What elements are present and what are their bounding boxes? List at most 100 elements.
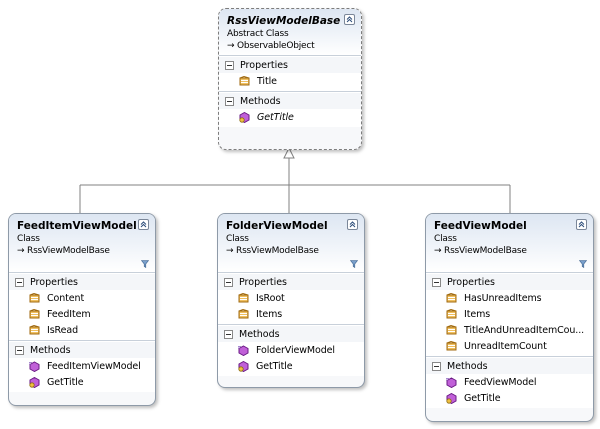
class-header: FeedViewModel Class → RssViewModelBase — [426, 214, 593, 272]
methods-section-header[interactable]: Methods — [218, 326, 364, 342]
section-label: Properties — [240, 59, 289, 71]
methods-section-header[interactable]: Methods — [9, 342, 155, 358]
collapse-minus-icon[interactable] — [432, 361, 441, 371]
class-box-folderviewmodel[interactable]: FolderViewModel Class → RssViewModelBase… — [217, 213, 365, 388]
class-kind: Class — [434, 234, 457, 244]
property-item[interactable]: HasUnreadItems — [426, 290, 593, 306]
class-kind: Class — [226, 234, 249, 244]
class-header: FolderViewModel Class → RssViewModelBase — [218, 214, 364, 272]
property-item[interactable]: IsRead — [9, 322, 155, 338]
method-name: GetTitle — [47, 376, 84, 388]
collapse-chevron-icon[interactable] — [344, 14, 355, 25]
class-box-rssviewmodelbase[interactable]: RssViewModelBase Abstract Class → Observ… — [218, 8, 362, 150]
class-header: RssViewModelBase Abstract Class → Observ… — [219, 9, 361, 55]
property-item[interactable]: IsRoot — [218, 290, 364, 306]
property-icon — [29, 292, 40, 302]
properties-section: Properties HasUnreadItems Items TitleAnd… — [426, 272, 593, 356]
property-icon — [446, 292, 457, 302]
section-label: Properties — [30, 276, 79, 288]
collapse-minus-icon[interactable] — [432, 277, 441, 287]
collapse-chevron-icon[interactable] — [347, 219, 358, 230]
class-box-feeditemviewmodel[interactable]: FeedItemViewModel Class → RssViewModelBa… — [8, 213, 156, 406]
method-item[interactable]: FeedViewModel — [426, 374, 593, 390]
base-class-name: ObservableObject — [237, 41, 315, 51]
class-kind: Class — [17, 234, 40, 244]
method-item[interactable]: FeedItemViewModel — [9, 358, 155, 374]
property-item[interactable]: Title — [219, 73, 361, 89]
property-icon — [29, 308, 40, 318]
properties-section: Properties IsRoot Items — [218, 272, 364, 324]
method-item[interactable]: GetTitle — [9, 374, 155, 390]
collapse-minus-icon[interactable] — [224, 329, 233, 339]
properties-section-header[interactable]: Properties — [426, 274, 593, 290]
property-item[interactable]: Items — [218, 306, 364, 322]
property-icon — [446, 340, 457, 350]
property-name: Title — [257, 75, 277, 87]
collapse-minus-icon[interactable] — [15, 277, 24, 287]
base-class-name: RssViewModelBase — [236, 246, 319, 256]
section-label: Methods — [239, 328, 280, 340]
protected-method-icon — [239, 111, 250, 123]
class-box-feedviewmodel[interactable]: FeedViewModel Class → RssViewModelBase P… — [425, 213, 594, 422]
property-name: TitleAndUnreadItemCou... — [464, 324, 585, 336]
methods-section-header[interactable]: Methods — [426, 358, 593, 374]
property-icon — [29, 324, 40, 334]
filter-icon[interactable] — [350, 260, 358, 268]
property-icon — [238, 308, 249, 318]
method-item[interactable]: GetTitle — [426, 390, 593, 406]
method-item[interactable]: FolderViewModel — [218, 342, 364, 358]
property-item[interactable]: UnreadItemCount — [426, 338, 593, 354]
protected-method-icon — [238, 360, 249, 372]
collapse-minus-icon[interactable] — [15, 345, 24, 355]
property-item[interactable]: FeedItem — [9, 306, 155, 322]
properties-section-header[interactable]: Properties — [218, 274, 364, 290]
method-item[interactable]: GetTitle — [219, 109, 361, 125]
class-name: FolderViewModel — [226, 220, 328, 232]
section-label: Methods — [240, 95, 281, 107]
property-item[interactable]: Content — [9, 290, 155, 306]
property-name: Items — [256, 308, 283, 320]
class-base: → RssViewModelBase — [226, 246, 319, 256]
constructor-method-icon — [446, 376, 457, 388]
property-icon — [446, 324, 457, 334]
section-label: Methods — [30, 344, 71, 356]
methods-section-header[interactable]: Methods — [219, 93, 361, 109]
property-name: IsRoot — [256, 292, 285, 304]
class-base: → RssViewModelBase — [434, 246, 527, 256]
protected-method-icon — [29, 376, 40, 388]
class-name: FeedItemViewModel — [17, 220, 137, 232]
filter-icon[interactable] — [141, 260, 149, 268]
properties-section: Properties Content FeedItem IsRead — [9, 272, 155, 340]
method-item[interactable]: GetTitle — [218, 358, 364, 374]
base-class-name: RssViewModelBase — [27, 246, 110, 256]
methods-section: Methods FolderViewModel GetTitle — [218, 324, 364, 376]
property-item[interactable]: TitleAndUnreadItemCou... — [426, 322, 593, 338]
property-icon — [446, 308, 457, 318]
methods-section: Methods FeedItemViewModel GetTitle — [9, 340, 155, 392]
property-name: FeedItem — [47, 308, 91, 320]
filter-icon[interactable] — [579, 260, 587, 268]
class-header: FeedItemViewModel Class → RssViewModelBa… — [9, 214, 155, 272]
collapse-minus-icon[interactable] — [225, 96, 234, 106]
protected-method-icon — [446, 392, 457, 404]
constructor-method-icon — [238, 344, 249, 356]
properties-section-header[interactable]: Properties — [9, 274, 155, 290]
property-item[interactable]: Items — [426, 306, 593, 322]
collapse-chevron-icon[interactable] — [576, 219, 587, 230]
section-label: Methods — [447, 360, 488, 372]
method-name: FeedItemViewModel — [47, 360, 141, 372]
collapse-chevron-icon[interactable] — [138, 219, 149, 230]
section-label: Properties — [239, 276, 288, 288]
property-icon — [239, 75, 250, 85]
method-name: FolderViewModel — [256, 344, 335, 356]
class-name: FeedViewModel — [434, 220, 527, 232]
collapse-minus-icon[interactable] — [224, 277, 233, 287]
collapse-minus-icon[interactable] — [225, 60, 234, 70]
properties-section-header[interactable]: Properties — [219, 57, 361, 73]
class-base: → ObservableObject — [227, 41, 315, 51]
property-name: HasUnreadItems — [464, 292, 542, 304]
class-name: RssViewModelBase — [227, 15, 341, 27]
method-name: FeedViewModel — [464, 376, 537, 388]
